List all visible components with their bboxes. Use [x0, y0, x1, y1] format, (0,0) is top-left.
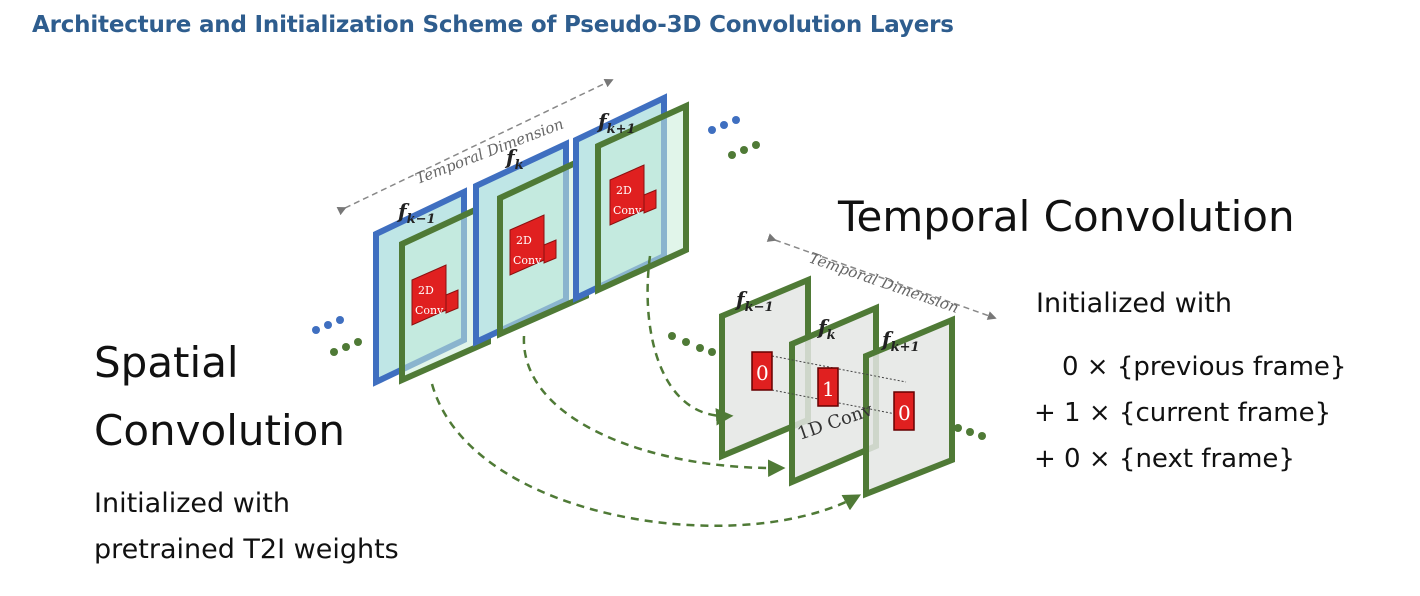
svg-text:Conv: Conv — [513, 254, 542, 267]
svg-text:1: 1 — [822, 377, 835, 401]
svg-text:fk: fk — [816, 315, 836, 343]
spatial-label-k: fk — [504, 145, 524, 173]
spatial-frame-k-plus-1: 2D Conv fk+1 — [573, 93, 689, 303]
ellipsis-dots-icon — [708, 116, 760, 159]
spatial-init-line1: Initialized with — [94, 488, 291, 519]
spatial-kernel-3: 2D Conv — [609, 164, 657, 226]
page-title: Architecture and Initialization Scheme o… — [32, 12, 954, 38]
svg-text:fk+1: fk+1 — [880, 327, 920, 355]
ellipsis-dots-icon — [954, 424, 986, 440]
spatial-kernel-2: 2D Conv — [509, 214, 557, 276]
svg-text:0: 0 — [898, 401, 911, 425]
svg-text:2D: 2D — [616, 184, 632, 197]
svg-text:Conv: Conv — [613, 204, 642, 217]
temporal-term-next: + 0 × {next frame} — [1034, 444, 1295, 474]
spatial-frame-k: 2D Conv fk — [473, 139, 589, 347]
ellipsis-dots-icon — [312, 316, 362, 356]
temporal-term-current: + 1 × {current frame} — [1034, 398, 1332, 428]
spatial-frame-k-minus-1: 2D Conv fk−1 — [373, 187, 491, 387]
spatial-heading-line2: Convolution — [94, 406, 345, 455]
svg-text:0: 0 — [756, 361, 769, 385]
temporal-heading: Temporal Convolution — [838, 192, 1295, 241]
temporal-term-previous: 0 × {previous frame} — [1062, 352, 1347, 382]
spatial-label-k-plus-1: fk+1 — [596, 109, 636, 137]
spatial-heading-line1: Spatial — [94, 338, 239, 387]
spatial-kernel-1: 2D Conv — [411, 264, 459, 326]
ellipsis-dots-icon — [668, 332, 716, 356]
svg-text:fk−1: fk−1 — [734, 287, 774, 315]
svg-text:Conv: Conv — [415, 304, 444, 317]
svg-text:2D: 2D — [418, 284, 434, 297]
dashed-arrow-icon — [430, 255, 862, 527]
spatial-label-k-minus-1: fk−1 — [396, 199, 436, 227]
temporal-axis-label: Temporal Dimension — [807, 249, 961, 317]
svg-text:2D: 2D — [516, 234, 532, 247]
spatial-init-line2: pretrained T2I weights — [94, 534, 399, 565]
temporal-init-intro: Initialized with — [1036, 288, 1233, 319]
